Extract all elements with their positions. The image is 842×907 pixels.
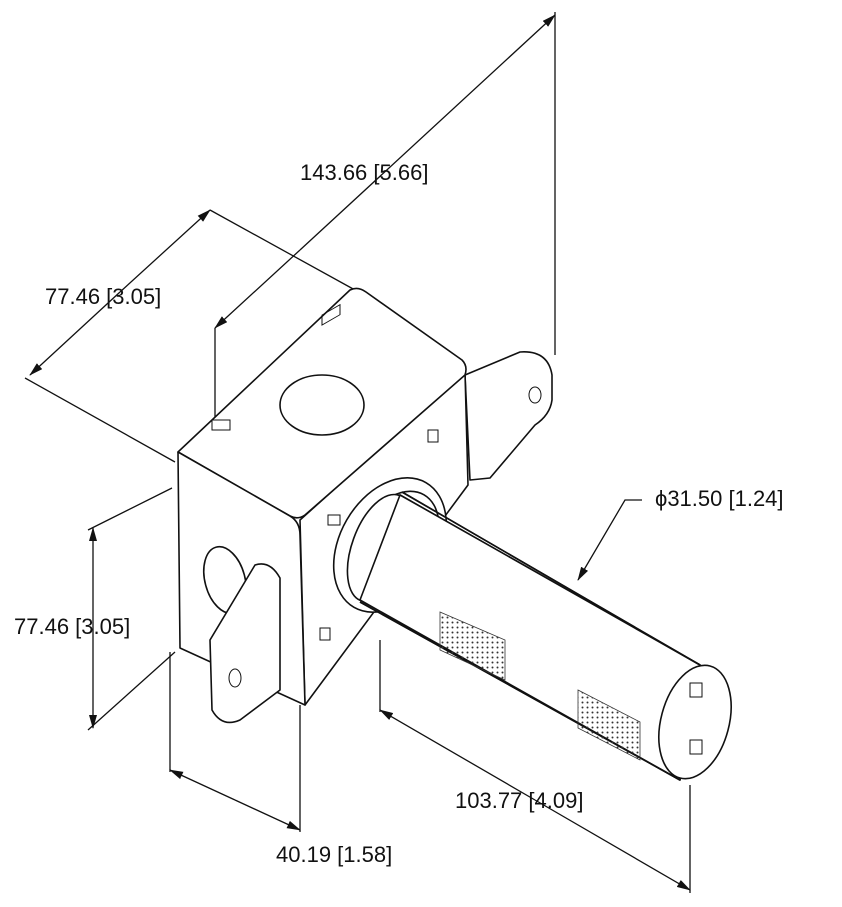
dimension-label-rod-diameter: ϕ31.50 [1.24] [655, 486, 784, 511]
dimension-label-left-height: 77.46 [3.05] [14, 614, 131, 639]
dimension-top-width [24, 209, 356, 463]
dimension-depth [169, 652, 301, 832]
dimension-label-depth: 40.19 [1.58] [276, 842, 393, 867]
dimension-rod-length [379, 640, 691, 893]
dimension-label-overall-height: 143.66 [5.66] [300, 160, 429, 185]
dimension-label-rod-length: 103.77 [4.09] [455, 788, 584, 813]
part-body [177, 287, 732, 781]
diameter-leader [577, 499, 642, 581]
dimension-left-height [87, 487, 176, 731]
dimension-label-top-width: 77.46 [3.05] [45, 284, 162, 309]
